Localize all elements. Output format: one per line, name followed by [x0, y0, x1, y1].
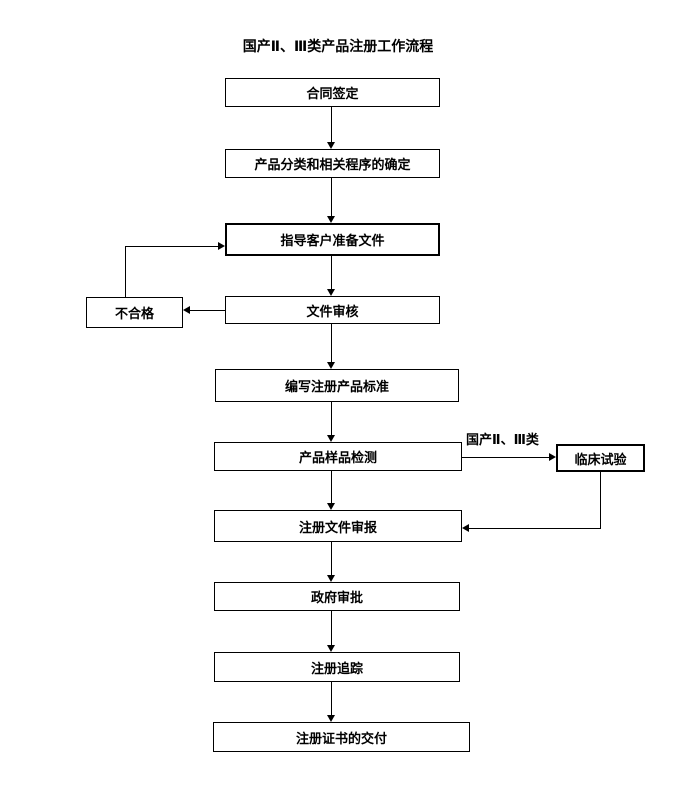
connector-review-to-standard-arrowhead: [327, 362, 335, 369]
node-registration-document-submission: 注册文件审报: [214, 510, 462, 542]
connector-submission-to-approval-arrowhead: [327, 575, 335, 582]
connector-approval-to-tracking-line: [331, 611, 332, 645]
connector-classification-to-guide-line: [331, 178, 332, 216]
connector-approval-to-tracking-arrowhead: [327, 645, 335, 652]
connector-tracking-to-delivery-line: [331, 682, 332, 715]
connector-sample-test-to-clinical-line: [462, 457, 549, 458]
connector-sample-test-to-submission-line: [331, 471, 332, 503]
connector-unqualified-to-guide-horizontal-line: [125, 246, 218, 247]
connector-review-to-unqualified-arrowhead: [183, 306, 190, 314]
connector-clinical-to-submission-vertical-line: [600, 472, 601, 528]
connector-review-to-unqualified-line: [190, 310, 225, 311]
connector-unqualified-to-guide-arrowhead: [218, 242, 225, 250]
connector-submission-to-approval-line: [331, 542, 332, 575]
node-product-sample-testing: 产品样品检测: [214, 442, 462, 471]
node-document-review: 文件审核: [225, 296, 440, 324]
connector-standard-to-sample-test-line: [331, 402, 332, 435]
branch-condition-label: 国产Ⅱ、Ⅲ类: [466, 432, 539, 447]
connector-standard-to-sample-test-arrowhead: [327, 435, 335, 442]
node-government-approval: 政府审批: [214, 582, 460, 611]
flowchart-title: 国产Ⅱ、Ⅲ类产品注册工作流程: [242, 38, 434, 54]
connector-sample-test-to-clinical-arrowhead: [549, 453, 556, 461]
node-contract-signing: 合同签定: [225, 78, 440, 107]
node-write-registration-product-standard: 编写注册产品标准: [215, 369, 459, 402]
connector-contract-to-classification-line: [331, 107, 332, 142]
connector-guide-to-review-line: [331, 256, 332, 289]
connector-guide-to-review-arrowhead: [327, 289, 335, 296]
node-product-classification: 产品分类和相关程序的确定: [225, 149, 440, 178]
connector-clinical-to-submission-arrowhead: [462, 524, 469, 532]
connector-review-to-standard-line: [331, 324, 332, 362]
node-certificate-delivery: 注册证书的交付: [213, 722, 470, 752]
connector-tracking-to-delivery-arrowhead: [327, 715, 335, 722]
connector-unqualified-to-guide-vertical-line: [125, 246, 126, 297]
node-guide-customer-prepare-documents: 指导客户准备文件: [225, 223, 440, 256]
node-unqualified: 不合格: [86, 297, 183, 328]
connector-sample-test-to-submission-arrowhead: [327, 503, 335, 510]
connector-classification-to-guide-arrowhead: [327, 216, 335, 223]
node-clinical-trial: 临床试验: [556, 444, 645, 472]
node-registration-tracking: 注册追踪: [214, 652, 460, 682]
connector-clinical-to-submission-horizontal-line: [469, 528, 601, 529]
connector-contract-to-classification-arrowhead: [327, 142, 335, 149]
